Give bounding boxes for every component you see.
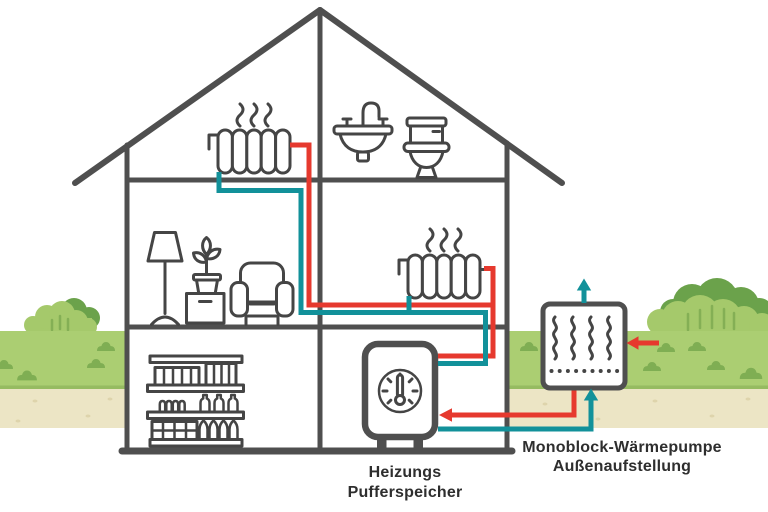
attic-radiator-icon [207,102,300,175]
floor-lamp-icon [146,231,184,326]
flow-arrows [438,278,659,432]
armchair-icon [229,261,295,326]
heat-waves-icon [235,102,273,128]
thermometer-gauge-icon [377,368,423,414]
cabinet-icon [185,292,226,325]
toilet-icon [402,116,451,179]
cold-pipe-tank-to-heatpump [438,400,594,432]
pipes [216,142,577,422]
living-radiator-icon [397,227,490,300]
buffer-tank-label: Heizungs Pufferspeicher [348,464,463,501]
flow-arrow-left-icon [626,336,639,350]
bush-right [647,278,768,339]
heat-waves-icon [425,227,463,253]
roof-left [72,7,323,186]
roof-right [317,7,565,186]
flow-arrow-left-icon [439,408,452,422]
soil-left [0,389,127,428]
warm-pipe-heatpump-to-tank [451,385,577,418]
bush-left [24,298,100,336]
flow-arrow-up-icon [576,278,592,291]
heat-pump-label: Monoblock-Wärmepumpe Außenaufstellung [522,439,722,475]
soil-right [507,389,768,428]
sink-icon [332,101,394,163]
warm-pipe-attic [290,142,493,308]
warm-pipe-living [438,266,496,359]
buffer-tank-label-line2: Pufferspeicher [348,484,463,501]
buffer-tank-icon [361,340,439,450]
heat-pump-label-line2: Außenaufstellung [553,458,691,475]
cold-pipe-return [216,172,488,366]
flow-arrow-up-icon [583,388,599,401]
potted-plant-icon [192,236,222,295]
buffer-tank-label-line1: Heizungs [369,464,442,481]
heat-pump-label-line1: Monoblock-Wärmepumpe [522,439,722,456]
vent-dots [549,369,620,373]
heat-pump-icon [540,301,628,391]
house-structure [72,7,565,455]
storage-shelf-icon [146,354,245,448]
